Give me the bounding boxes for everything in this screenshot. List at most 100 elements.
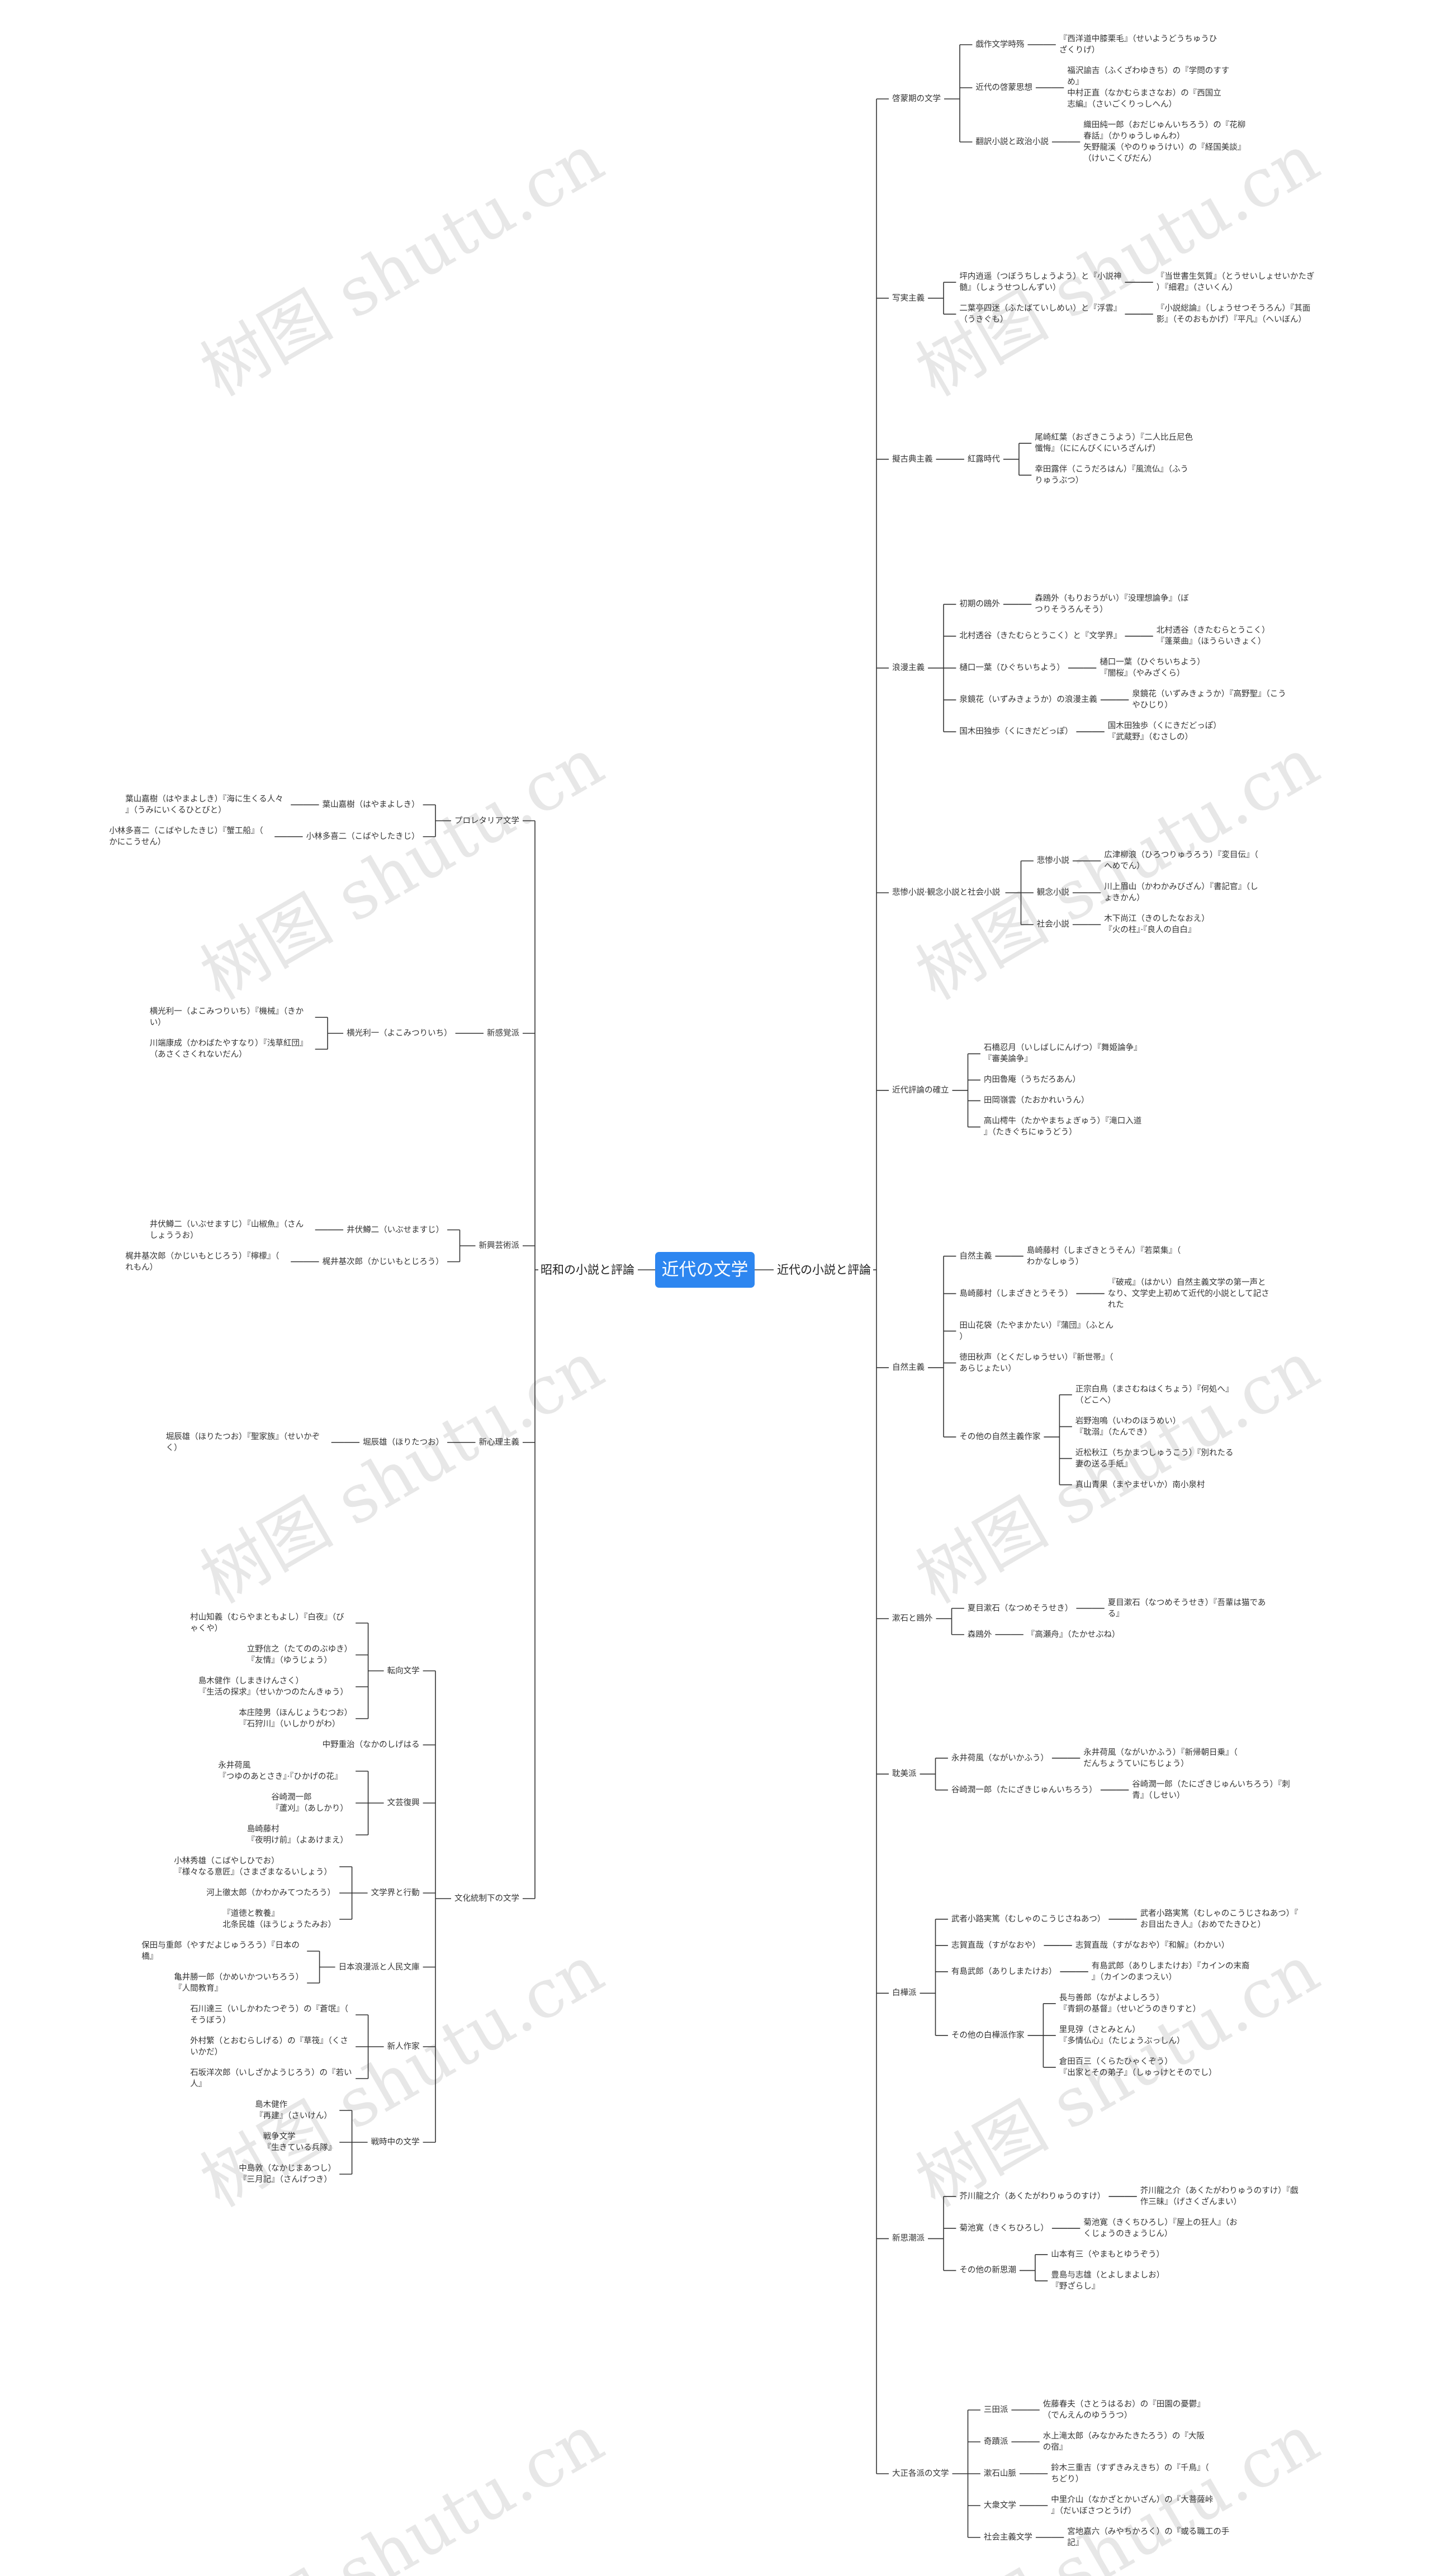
topic-node[interactable]: 中里介山（なかざとかいざん）の『大菩薩峠 』（だいぼさつとうげ） [1051,2496,1214,2516]
topic-node[interactable]: 立野信之（たてののぶゆき） 『友情』（ゆうじょう） [247,1645,353,1665]
topic-node[interactable]: 新興芸術派 [478,1241,520,1250]
topic-node[interactable]: 大正各派の文学 [892,2469,949,2478]
topic-node[interactable]: 翻訳小説と政治小説 [975,137,1049,146]
topic-node[interactable]: 谷崎潤一郎（たにざきじゅんいちろう）『刺 青』（しせい） [1132,1780,1290,1800]
topic-node[interactable]: 横光利一（よこみつりいち）『機械』（きか い） [149,1007,304,1028]
topic-node[interactable]: 田岡嶺雲（たおかれいうん） [983,1096,1089,1106]
topic-node[interactable]: 漱石山脈 [983,2469,1016,2478]
topic-node[interactable]: 樋口一葉（ひぐちいちよう） [959,663,1065,673]
topic-node[interactable]: 樋口一葉（ひぐちいちよう） 『闇桜』（やみざくら） [1100,658,1205,679]
topic-node[interactable]: 宮地嘉六（みやちかろく）の『或る職工の手 記』 [1067,2527,1230,2547]
topic-node[interactable]: 井伏鱒二（いぶせますじ）『山椒魚』（さん しょううお） [149,1220,304,1240]
topic-node[interactable]: 『道徳と教養』 北条民雄（ほうじょうたみお） [222,1909,337,1929]
topic-node[interactable]: 永井荷風（ながいかふう） [951,1753,1049,1763]
topic-node[interactable]: 擬古典主義 [892,454,933,464]
topic-node[interactable]: 島崎藤村（しまざきとうそう） [959,1289,1073,1298]
topic-node[interactable]: 本庄陸男（ほんじょうむつお） 『石狩川』（いしかりがわ） [239,1709,353,1729]
topic-node[interactable]: 正宗白鳥（まさむねはくちょう）『何処へ』 （どこへ） [1075,1384,1234,1405]
topic-node[interactable]: 小林多喜二（こばやしたきじ） [306,832,420,841]
topic-node[interactable]: 高山樗牛（たかやまちょぎゅう）『滝口入道 』（たきぐちにゅうどう） [983,1117,1142,1137]
topic-node[interactable]: 夏目漱石（なつめそうせき） [967,1604,1073,1613]
topic-node[interactable]: プロレタリア文学 [454,816,519,826]
topic-node[interactable]: 谷崎潤一郎 『蘆刈』（あしかり） [271,1793,348,1813]
topic-node[interactable]: 小林多喜二（こばやしたきじ）『蟹工船』（ かにこうせん） [109,827,263,847]
topic-node[interactable]: 織田純一郎（おだじゅんいちろう）の『花柳 春話』（かりゅうしゅんわ） 矢野龍溪（… [1083,121,1246,163]
topic-node[interactable]: 森鴎外 [967,1630,992,1639]
topic-node[interactable]: 泉鏡花（いずみきょうか）『高野聖』（こう やひじり） [1132,690,1286,710]
topic-node[interactable]: 鈴木三重吉（すずきみえきち）の『千鳥』（ ちどり） [1051,2464,1209,2484]
topic-node[interactable]: 真山青果（まやませいか）南小泉村 [1075,1480,1205,1489]
topic-node[interactable]: 中島敦（なかじまあつし） 『三月記』（さんげつき） [239,2164,337,2184]
topic-node[interactable]: 日本浪漫派と人民文庫 [338,1962,420,1972]
topic-node[interactable]: 島木健作（しまきけんさく） 『生活の探求』（せいかつのたんきゅう） [198,1677,348,1697]
topic-node[interactable]: 北村透谷（きたむらとうこく） 『蓬莱曲』（ほうらいきょく） [1156,626,1270,647]
topic-node[interactable]: 社会主義文学 [983,2533,1032,2542]
topic-node[interactable]: 文化統制下の文学 [454,1894,519,1903]
topic-node[interactable]: 井伏鱒二（いぶせますじ） [347,1225,444,1235]
topic-node[interactable]: 社会小説 [1036,920,1069,929]
topic-node[interactable]: 芥川龍之介（あくたがわりゅうのすけ） [959,2191,1106,2201]
topic-node[interactable]: 耽美派 [892,1769,917,1779]
topic-node[interactable]: 初期の鴎外 [959,600,1000,609]
topic-node[interactable]: 永井荷風（ながいかふう）『新帰朝日乗』（ だんちょうていにちじょう） [1083,1748,1238,1768]
topic-node[interactable]: 尾崎紅葉（おざきこうよう）『二人比丘尼色 懺悔』（ににんびくにいろざんげ） [1035,433,1193,454]
topic-node[interactable]: 岩野泡鳴（いわのほうめい） 『耽溺』（たんでき） [1075,1416,1181,1437]
topic-node[interactable]: 文学界と行動 [371,1889,420,1897]
topic-node[interactable]: 白樺派 [892,1989,917,1998]
topic-node[interactable]: 佐藤春夫（さとうはるお）の『田園の憂鬱』 （でんえんのゆううつ） [1043,2400,1205,2420]
topic-node[interactable]: 有島武郎（ありしまたけお）『カインの末裔 』（カインのまつえい） [1091,1961,1250,1982]
topic-node[interactable]: 啓蒙期の文学 [892,94,941,103]
topic-node[interactable]: 新思潮派 [892,2234,925,2243]
topic-node[interactable]: 写実主義 [892,293,925,303]
topic-node[interactable]: 新心理主義 [478,1438,520,1447]
topic-node[interactable]: 紅露時代 [967,454,1000,464]
topic-node[interactable]: 内田魯庵（うちだろあん） [983,1075,1081,1085]
topic-node[interactable]: 浪漫主義 [892,663,925,673]
topic-node[interactable]: 堀辰雄（ほりたつお） [363,1438,444,1447]
topic-node[interactable]: 森鴎外（もりおうがい）『没理想論争』（ぼ つりそうろんそう） [1035,594,1189,615]
topic-node[interactable]: 二葉亭四迷（ふたばていしめい）と『浮雲』 （うきぐも） [959,304,1122,325]
topic-node[interactable]: 川端康成（かわばたやすなり）『浅草紅団』 （あさくさくれないだん） [149,1039,308,1060]
topic-node[interactable]: 『高瀬舟』（たかせぶね） [1026,1630,1120,1639]
topic-node[interactable]: その他の新思潮 [959,2266,1016,2275]
topic-node[interactable]: 木下尚江（きのしたなおえ） 『火の柱』·『良人の自白』 [1104,914,1210,935]
topic-node[interactable]: 豊島与志雄（とよしまよしお） 『野ざらし』 [1051,2270,1165,2291]
topic-node[interactable]: 漱石と鴎外 [892,1614,933,1624]
topic-node[interactable]: 武者小路実篤（むしゃのこうじさねあつ） [951,1914,1106,1924]
topic-node[interactable]: 堀辰雄（ほりたつお）『聖家族』（せいかぞ く） [165,1432,320,1453]
topic-node[interactable]: 芥川龍之介（あくたがわりゅうのすけ）『戯 作三昧』（げさくざんまい） [1140,2186,1299,2207]
topic-node[interactable]: 『西洋道中膝栗毛』（せいようどうちゅうひ ざくりげ） [1059,35,1217,55]
topic-node[interactable]: 中野重治（なかのしげはる [322,1740,420,1749]
topic-node[interactable]: 坪内逍遥（つぼうちしょうよう）と『小説神 髄』（しょうせつしんずい） [959,272,1122,293]
topic-node[interactable]: 河上徹太郎（かわかみてつたろう） [206,1889,336,1897]
topic-node[interactable]: 国木田独歩（くにきだどっぽ） 『武蔵野』（むさしの） [1107,722,1221,742]
topic-node[interactable]: 石橋忍月（いしばしにんげつ）『舞姫論争』 『審美論争』 [983,1043,1142,1064]
topic-node[interactable]: 島木健作 『再建』（さいけん） [255,2100,332,2120]
topic-node[interactable]: 有島武郎（ありしまたけお） [951,1967,1057,1976]
topic-node[interactable]: 文芸復興 [387,1799,420,1808]
topic-node[interactable]: 長与善郎（ながよよしろう） 『青銅の基督』（せいどうのきりすと） [1059,1993,1201,2014]
topic-node[interactable]: 志賀直哉（すがなおや）『和解』（わかい） [1075,1941,1230,1950]
topic-node[interactable]: 幸田露伴（こうだろはん）『風流仏』（ふう りゅうぶつ） [1035,465,1188,486]
topic-node[interactable]: 悲惨小説 [1036,856,1069,866]
topic-node[interactable]: その他の自然主義作家 [959,1432,1041,1442]
topic-node[interactable]: 山本有三（やまもとゆうぞう） [1051,2250,1165,2259]
topic-node[interactable]: 横光利一（よこみつりいち） [347,1028,452,1038]
topic-node[interactable]: その他の白樺派作家 [951,2031,1025,2040]
topic-node[interactable]: 保田与重郎（やすだよじゅうろう）『日本の 橋』 [141,1941,300,1961]
topic-node[interactable]: 武者小路実篤（むしゃのこうじさねあつ）『 お目出たき人』（おめでたきひと） [1140,1909,1299,1929]
topic-node[interactable]: 梶井基次郎（かじいもとじろう）『檸檬』（ れもん） [125,1251,279,1272]
topic-node[interactable]: 観念小説 [1036,888,1069,898]
topic-node[interactable]: 梶井基次郎（かじいもとじろう） [322,1257,444,1266]
topic-node[interactable]: 国木田独歩（くにきだどっぽ） [959,727,1073,737]
topic-node[interactable]: 永井荷風 『つゆのあとさき』·『ひかげの花』 [218,1761,343,1781]
topic-node[interactable]: 水上滝太郎（みなかみたきたろう）の『大阪 の宿』 [1043,2432,1205,2452]
left-branch-label[interactable]: 昭和の小説と評論 [541,1262,634,1278]
topic-node[interactable]: 石川達三（いしかわたつぞう）の『蒼氓』（ そうぼう） [190,2005,348,2025]
topic-node[interactable]: 夏目漱石（なつめそうせき）『吾輩は猫であ る』 [1107,1598,1266,1619]
topic-node[interactable]: 新人作家 [387,2042,420,2051]
topic-node[interactable]: 『小説総論』（しょうせつそうろん）『其面 影』（そのおもかげ）『平凡』（へいぼん… [1156,304,1311,325]
topic-node[interactable]: 戯作文学時殇 [975,40,1025,49]
topic-node[interactable]: 菊池寛（きくちひろし）『屋上の狂人』（お くじょうのきょうじん） [1083,2218,1238,2238]
topic-node[interactable]: 志賀直哉（すがなおや） [951,1941,1041,1950]
